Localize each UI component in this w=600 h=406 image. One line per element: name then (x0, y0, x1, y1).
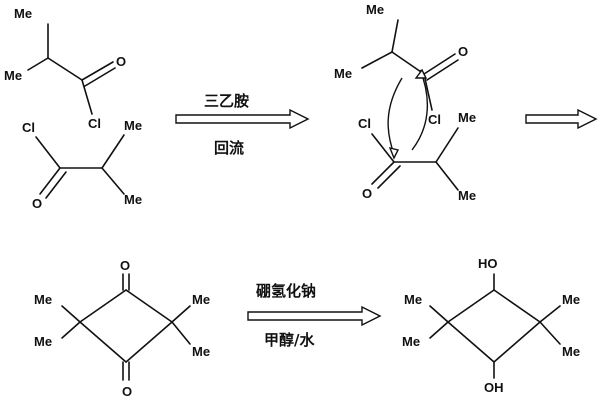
atom-me: Me (404, 292, 422, 307)
reagent-triethylamine: 三乙胺 (204, 92, 249, 110)
molecule-isobutyryl-chloride-top: Me Me O Cl (4, 6, 126, 131)
bond (47, 57, 83, 81)
atom-o: O (120, 258, 130, 273)
bond (493, 321, 541, 363)
reagent-reflux: 回流 (214, 139, 244, 157)
bond (84, 67, 116, 87)
bond (81, 79, 93, 115)
atom-cl: Cl (88, 116, 101, 131)
atom-me: Me (402, 334, 420, 349)
bond (61, 305, 81, 323)
molecule-intermediate-pair: Me Me O Cl Cl Me O Me (334, 2, 476, 203)
bond (447, 289, 495, 323)
reaction-arrow-step2: 硼氢化钠 甲醇/水 (247, 282, 382, 349)
atom-cl: Cl (358, 116, 371, 131)
bond (81, 61, 114, 81)
atom-o: O (116, 54, 126, 69)
bond (391, 51, 425, 75)
molecule-isobutyryl-chloride-bottom: Cl Me O Me (22, 118, 142, 211)
bond (79, 321, 127, 363)
atom-o: O (362, 186, 372, 201)
reagent-methanol-water: 甲醇/水 (264, 331, 315, 349)
bond (435, 161, 459, 191)
atom-me: Me (124, 192, 142, 207)
bond (539, 321, 561, 345)
atom-me: Me (334, 66, 352, 81)
bond (539, 305, 561, 323)
bond (61, 321, 81, 339)
atom-me: Me (458, 110, 476, 125)
reaction-arrow-step1: 三乙胺 回流 (175, 92, 310, 157)
arrow-shape (247, 305, 382, 327)
bond (423, 53, 456, 75)
bond (39, 167, 61, 195)
atom-me: Me (34, 292, 52, 307)
reagent-sodium-borohydride: 硼氢化钠 (256, 282, 316, 300)
arrow-shape (525, 108, 598, 130)
bond (361, 51, 393, 69)
bond (423, 73, 433, 111)
atom-oh: OH (484, 380, 504, 395)
bond (377, 165, 401, 189)
bond (101, 134, 125, 169)
bond (45, 171, 67, 199)
atom-o: O (458, 44, 468, 59)
atom-me: Me (124, 118, 142, 133)
bond (426, 59, 459, 81)
atom-me: Me (366, 2, 384, 17)
atom-cl: Cl (22, 120, 35, 135)
atom-me: Me (192, 292, 210, 307)
bond (79, 289, 127, 323)
atom-ho: HO (478, 256, 498, 271)
curved-arrow (387, 77, 403, 155)
curved-arrow-head (388, 146, 400, 160)
bond (429, 305, 449, 323)
atom-me: Me (4, 68, 22, 83)
bond (371, 161, 395, 185)
curved-arrow-head (414, 68, 428, 79)
reaction-arrow-step-intermediate (525, 108, 598, 130)
bond (171, 321, 191, 345)
atom-cl: Cl (428, 112, 441, 127)
molecule-tetramethyl-cyclobutanediol: HO OH Me Me Me Me (402, 256, 580, 395)
molecule-tetramethyl-cyclobutanedione: O O Me Me Me Me (34, 258, 210, 399)
bond (447, 321, 495, 363)
bond (391, 19, 399, 53)
arrow-shape (175, 108, 310, 130)
atom-o: O (122, 384, 132, 399)
bond (125, 321, 173, 363)
bond (493, 289, 541, 323)
bond (27, 57, 49, 71)
bond (429, 321, 449, 339)
atom-me: Me (562, 344, 580, 359)
bond (435, 127, 459, 163)
atom-o: O (32, 196, 42, 211)
bond (101, 167, 125, 195)
atom-me: Me (14, 6, 32, 21)
bond (171, 305, 191, 323)
bond (125, 289, 173, 323)
atom-me: Me (562, 292, 580, 307)
atom-me: Me (192, 344, 210, 359)
atom-me: Me (34, 334, 52, 349)
bond (371, 133, 395, 163)
bond (35, 136, 61, 169)
atom-me: Me (458, 188, 476, 203)
